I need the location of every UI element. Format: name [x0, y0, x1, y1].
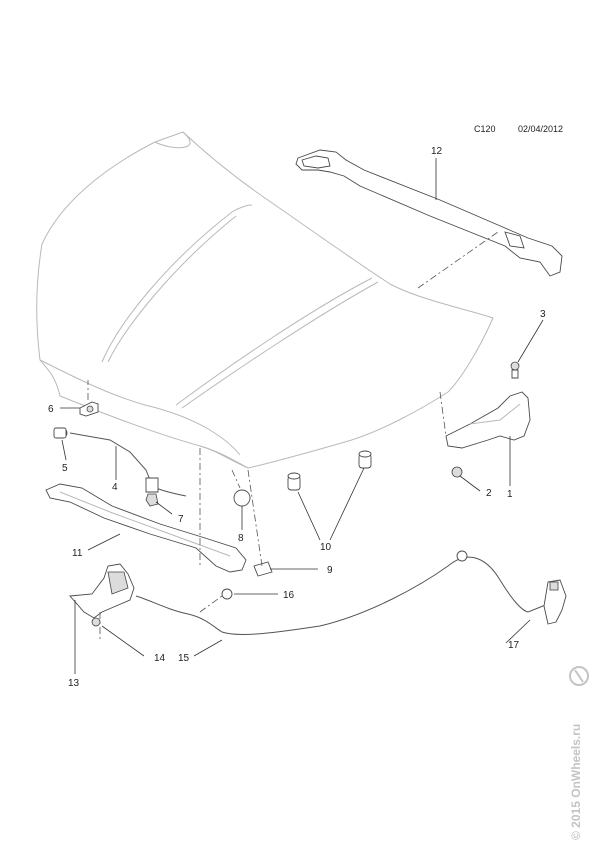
release-handle — [543, 579, 567, 625]
hinge-bolt — [510, 361, 520, 379]
hood-latch — [69, 563, 135, 619]
callout-8: 8 — [238, 533, 244, 544]
callout-13: 13 — [68, 678, 80, 689]
stop-pad — [253, 561, 273, 577]
diagram-date: 02/04/2012 — [518, 124, 564, 134]
callout-5: 5 — [62, 463, 68, 474]
callout-10: 10 — [320, 542, 332, 553]
callout-6: 6 — [48, 404, 54, 415]
callout-14: 14 — [154, 653, 166, 664]
bump-stop-right — [358, 450, 372, 469]
latch-bolt — [91, 617, 101, 627]
hood-panel — [36, 131, 494, 469]
watermark-text: © 2015 OnWheels.ru — [569, 723, 583, 840]
callout-2: 2 — [486, 488, 492, 499]
release-cable — [135, 550, 549, 635]
hinge-nut — [451, 466, 463, 478]
callouts: 12 3 6 5 4 7 8 2 1 11 10 9 16 14 15 17 1… — [48, 146, 546, 689]
callout-17: 17 — [508, 640, 520, 651]
callout-9: 9 — [327, 565, 333, 576]
leader-lines — [60, 158, 544, 674]
callout-11: 11 — [72, 548, 83, 559]
watermark: © 2015 OnWheels.ru — [565, 665, 595, 845]
hood-support-bar — [295, 149, 563, 277]
diagram-code: C120 — [474, 124, 496, 134]
callout-4: 4 — [112, 482, 118, 493]
assembly-lines — [87, 231, 499, 640]
hood-prop-rod — [53, 427, 187, 497]
hood-hinge — [445, 391, 531, 449]
onwheels-logo-icon — [569, 666, 589, 686]
callout-12: 12 — [431, 146, 443, 157]
bump-stop-bracket — [79, 401, 99, 417]
callout-1: 1 — [507, 489, 513, 500]
cable-clip — [221, 588, 233, 600]
callout-16: 16 — [283, 590, 295, 601]
rod-clip — [145, 493, 159, 507]
callout-7: 7 — [178, 514, 184, 525]
bump-stop-left — [287, 472, 301, 491]
callout-3: 3 — [540, 309, 546, 320]
round-bumper — [233, 489, 251, 507]
callout-15: 15 — [178, 653, 190, 664]
